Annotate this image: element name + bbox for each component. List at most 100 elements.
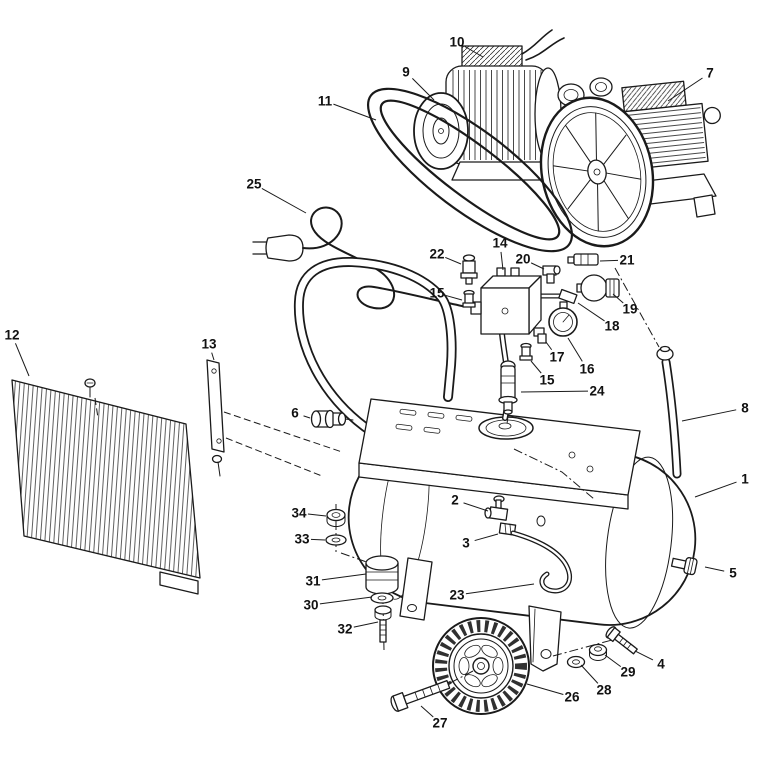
callout-label-9: 9 bbox=[402, 65, 410, 80]
leader-line-22 bbox=[445, 257, 462, 265]
nut-part-34 bbox=[326, 508, 346, 527]
leader-line-12 bbox=[14, 343, 30, 377]
callout-label-11: 11 bbox=[318, 94, 333, 109]
handle-part bbox=[293, 256, 457, 437]
fitting-part-18 bbox=[558, 288, 578, 305]
callout-label-22: 22 bbox=[429, 247, 444, 262]
callout-label-27: 27 bbox=[432, 716, 447, 731]
callout-label-26: 26 bbox=[564, 690, 580, 705]
leader-line-25 bbox=[261, 187, 307, 214]
callout-label-21: 21 bbox=[619, 253, 635, 268]
callout-label-12: 12 bbox=[4, 328, 19, 343]
callout-label-30: 30 bbox=[303, 598, 318, 613]
pressure-switch-assembly bbox=[460, 253, 620, 425]
leader-lines-layer bbox=[14, 46, 737, 718]
leader-line-10 bbox=[464, 46, 484, 58]
callout-label-5: 5 bbox=[729, 566, 737, 581]
wheel-part bbox=[432, 617, 530, 715]
leader-line-6 bbox=[303, 415, 311, 419]
callout-label-4: 4 bbox=[657, 657, 665, 672]
callout-label-31: 31 bbox=[305, 574, 321, 589]
callout-label-15: 15 bbox=[429, 286, 445, 301]
drain-cock-part-2 bbox=[484, 495, 509, 521]
axle-bolt-part bbox=[390, 670, 474, 712]
washer-part-30 bbox=[370, 592, 394, 604]
fitting-part-15b bbox=[519, 342, 533, 361]
radiator-panel-part bbox=[11, 378, 201, 595]
safety-valve-part bbox=[460, 254, 478, 285]
callout-label-25: 25 bbox=[246, 177, 262, 192]
callout-label-24: 24 bbox=[589, 384, 605, 399]
leader-line-1 bbox=[694, 481, 737, 498]
motor-part bbox=[413, 29, 565, 181]
leader-line-7 bbox=[667, 77, 703, 102]
leader-line-28 bbox=[580, 664, 599, 684]
gauge-part-16 bbox=[548, 301, 578, 337]
flywheel-part bbox=[539, 96, 655, 248]
leader-line-32 bbox=[353, 621, 379, 628]
foot-assembly bbox=[325, 504, 433, 651]
leader-line-29 bbox=[604, 654, 622, 668]
leader-line-18 bbox=[577, 302, 605, 322]
leader-line-2 bbox=[463, 502, 489, 512]
handle-rod-part bbox=[614, 267, 682, 479]
check-tube-part-24 bbox=[498, 360, 518, 415]
washer-part-33 bbox=[325, 534, 347, 546]
callout-label-2: 2 bbox=[451, 493, 459, 508]
valve-part-21 bbox=[567, 253, 599, 266]
belt-part bbox=[366, 87, 574, 253]
bolt-part-32 bbox=[374, 605, 392, 643]
leader-line-31 bbox=[321, 573, 367, 581]
callout-label-15: 15 bbox=[539, 373, 555, 388]
leader-line-19 bbox=[612, 293, 624, 304]
plug-bolt-part-5 bbox=[670, 557, 698, 576]
callout-label-28: 28 bbox=[596, 683, 612, 698]
leader-line-17 bbox=[545, 341, 553, 351]
leader-line-16 bbox=[567, 337, 583, 362]
artwork-layer bbox=[11, 29, 721, 715]
leader-line-34 bbox=[307, 513, 327, 517]
leader-line-26 bbox=[526, 683, 564, 695]
fitting-part-15a bbox=[462, 289, 476, 308]
regulator-part-19 bbox=[576, 274, 620, 302]
plate-slots bbox=[395, 408, 594, 473]
callout-label-32: 32 bbox=[337, 622, 352, 637]
callout-label-8: 8 bbox=[741, 401, 749, 416]
rubber-foot-part-31 bbox=[365, 555, 399, 595]
callout-label-13: 13 bbox=[201, 337, 217, 352]
callout-label-19: 19 bbox=[622, 302, 637, 317]
leader-line-23 bbox=[465, 583, 535, 595]
bolt-part-4 bbox=[605, 626, 638, 655]
callout-label-7: 7 bbox=[706, 66, 714, 81]
drain-assembly bbox=[484, 495, 572, 594]
callout-label-10: 10 bbox=[449, 35, 464, 50]
leader-line-9 bbox=[412, 78, 435, 101]
callout-label-3: 3 bbox=[462, 536, 470, 551]
wheel-bracket-assembly bbox=[528, 605, 638, 672]
coupler-part bbox=[310, 409, 354, 429]
leader-line-5 bbox=[704, 566, 725, 572]
leader-line-33 bbox=[310, 538, 326, 541]
platform-plate bbox=[358, 398, 641, 510]
leader-line-11 bbox=[333, 103, 377, 121]
callout-label-18: 18 bbox=[604, 319, 620, 334]
callout-label-34: 34 bbox=[291, 506, 307, 521]
pressure-switch-part bbox=[470, 267, 542, 335]
elbow-fitting-part-20 bbox=[542, 265, 561, 284]
callout-label-33: 33 bbox=[294, 532, 310, 547]
elbow-fitting-part-17 bbox=[533, 327, 547, 344]
callout-label-1: 1 bbox=[741, 472, 749, 487]
callout-label-20: 20 bbox=[515, 252, 530, 267]
leader-line-15 bbox=[530, 360, 542, 374]
callout-label-29: 29 bbox=[620, 665, 635, 680]
leader-line-21 bbox=[599, 259, 619, 262]
drain-hose-part-23 bbox=[510, 530, 572, 594]
leader-line-30 bbox=[319, 596, 373, 605]
leader-line-8 bbox=[681, 409, 737, 422]
leader-line-3 bbox=[474, 533, 499, 542]
callout-label-16: 16 bbox=[579, 362, 595, 377]
leader-line-20 bbox=[530, 262, 545, 270]
